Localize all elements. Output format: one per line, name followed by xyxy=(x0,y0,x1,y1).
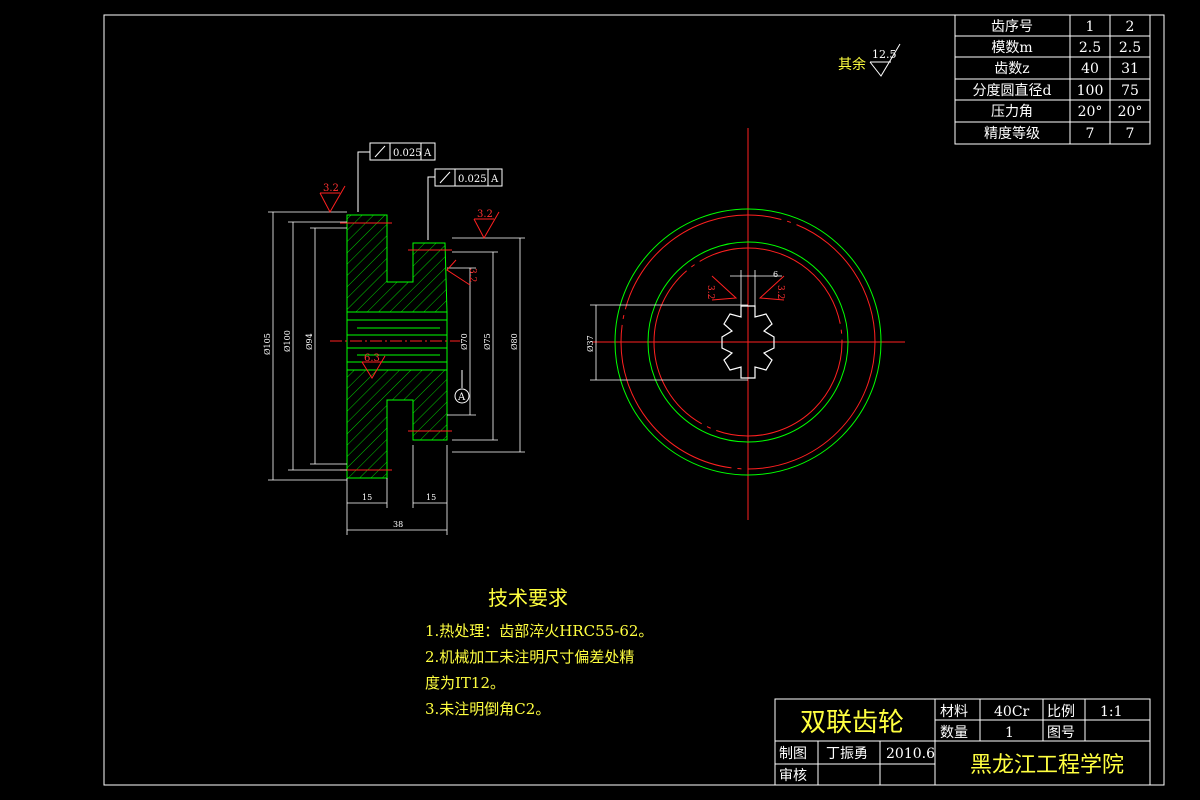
table-cell: 7 xyxy=(1086,126,1095,142)
table-cell: 7 xyxy=(1126,126,1135,142)
dim-label: Ø80 xyxy=(510,333,519,350)
tolerance-datum: A xyxy=(490,174,499,185)
roughness-value: 3.2 xyxy=(323,183,339,194)
table-header-gear-1: 1 xyxy=(1086,19,1095,35)
table-header-label: 齿序号 xyxy=(991,19,1033,35)
table-row-label: 分度圆直径d xyxy=(973,82,1052,99)
quantity-label: 数量 xyxy=(940,725,968,741)
dim-label: 38 xyxy=(393,520,403,529)
checked-by-label: 审核 xyxy=(779,768,807,784)
quantity-value: 1 xyxy=(1005,725,1014,741)
table-cell: 2.5 xyxy=(1119,40,1141,56)
title-block: 双联齿轮 材料 40Cr 比例 1:1 数量 1 图号 制图 丁振勇 2010.… xyxy=(774,698,1151,786)
dim-label: 15 xyxy=(362,493,372,502)
table-cell: 40 xyxy=(1081,61,1099,77)
drawing-frame xyxy=(103,14,1165,786)
table-cell: 20° xyxy=(1118,104,1143,120)
dim-label: 6 xyxy=(773,270,778,279)
part-name: 双联齿轮 xyxy=(800,708,904,738)
surface-note-value: 12.5 xyxy=(872,48,897,61)
roughness-value: 3.2 xyxy=(467,268,477,282)
dim-label: Ø100 xyxy=(283,330,292,352)
tech-requirements-title: 技术要求 xyxy=(488,586,568,610)
table-row-label: 模数m xyxy=(991,40,1032,56)
requirement-line: 度为IT12。 xyxy=(425,674,505,692)
surface-note-label: 其余 xyxy=(838,56,866,73)
table-cell: 100 xyxy=(1077,83,1104,99)
table-row-label: 齿数z xyxy=(994,61,1029,77)
datum-symbol: A xyxy=(454,370,470,404)
dim-label: Ø105 xyxy=(263,333,272,355)
section-view: Ø105 Ø100 Ø94 Ø70 Ø75 Ø80 15 15 38 0.025… xyxy=(263,142,525,535)
roughness-mark: 3.2 xyxy=(473,209,500,240)
runout-tolerance-frame: 0.025 A xyxy=(427,168,503,240)
technical-requirements: 技术要求 1.热处理：齿部淬火HRC55-62。 2.机械加工未注明尺寸偏差处精… xyxy=(425,586,653,718)
datum-label: A xyxy=(457,392,466,403)
school-name: 黑龙江工程学院 xyxy=(970,753,1124,778)
dim-label: Ø75 xyxy=(483,333,492,350)
scale-label: 比例 xyxy=(1047,704,1075,720)
tolerance-datum: A xyxy=(423,148,432,159)
dim-label: 15 xyxy=(426,493,436,502)
roughness-mark: 3.2 xyxy=(446,259,477,286)
table-row-label: 压力角 xyxy=(991,104,1033,120)
surface-roughness-note: 其余 12.5 xyxy=(838,43,901,77)
roughness-mark: 3.2 xyxy=(758,275,785,301)
dim-label: Ø37 xyxy=(586,335,595,352)
drawing-date: 2010.6 xyxy=(886,746,935,762)
scale-value: 1:1 xyxy=(1100,704,1123,720)
requirement-line: 1.热处理：齿部淬火HRC55-62。 xyxy=(425,622,653,640)
drawn-by-value: 丁振勇 xyxy=(826,746,868,762)
roughness-mark: 6.3 xyxy=(361,353,386,379)
requirement-line: 3.未注明倒角C2。 xyxy=(425,700,550,718)
table-cell: 31 xyxy=(1121,61,1139,77)
gear-parameter-table: 齿序号 1 2 模数m 2.5 2.5 齿数z 40 31 分度圆直径d 100… xyxy=(954,14,1151,145)
table-cell: 75 xyxy=(1121,83,1139,99)
roughness-mark: 3.2 xyxy=(319,183,346,214)
material-label: 材料 xyxy=(940,704,968,720)
table-cell: 2.5 xyxy=(1079,40,1101,56)
dim-label: Ø94 xyxy=(305,333,314,350)
front-view: Ø37 6 3.2 3.2 xyxy=(586,128,905,520)
tolerance-value: 0.025 xyxy=(393,148,422,159)
dim-label: Ø70 xyxy=(460,333,469,350)
roughness-mark: 3.2 xyxy=(705,275,738,301)
drawing-number-label: 图号 xyxy=(1047,725,1075,741)
table-row-label: 精度等级 xyxy=(984,125,1040,142)
tolerance-value: 0.025 xyxy=(458,174,487,185)
table-cell: 20° xyxy=(1078,104,1103,120)
drawn-by-label: 制图 xyxy=(779,746,807,762)
roughness-value: 6.3 xyxy=(364,353,380,364)
roughness-value: 3.2 xyxy=(477,209,493,220)
roughness-value: 3.2 xyxy=(775,285,785,299)
runout-tolerance-frame: 0.025 A xyxy=(357,142,436,212)
material-value: 40Cr xyxy=(994,704,1030,720)
requirement-line: 2.机械加工未注明尺寸偏差处精 xyxy=(425,648,634,666)
roughness-value: 3.2 xyxy=(705,285,715,299)
table-header-gear-2: 2 xyxy=(1126,19,1135,35)
